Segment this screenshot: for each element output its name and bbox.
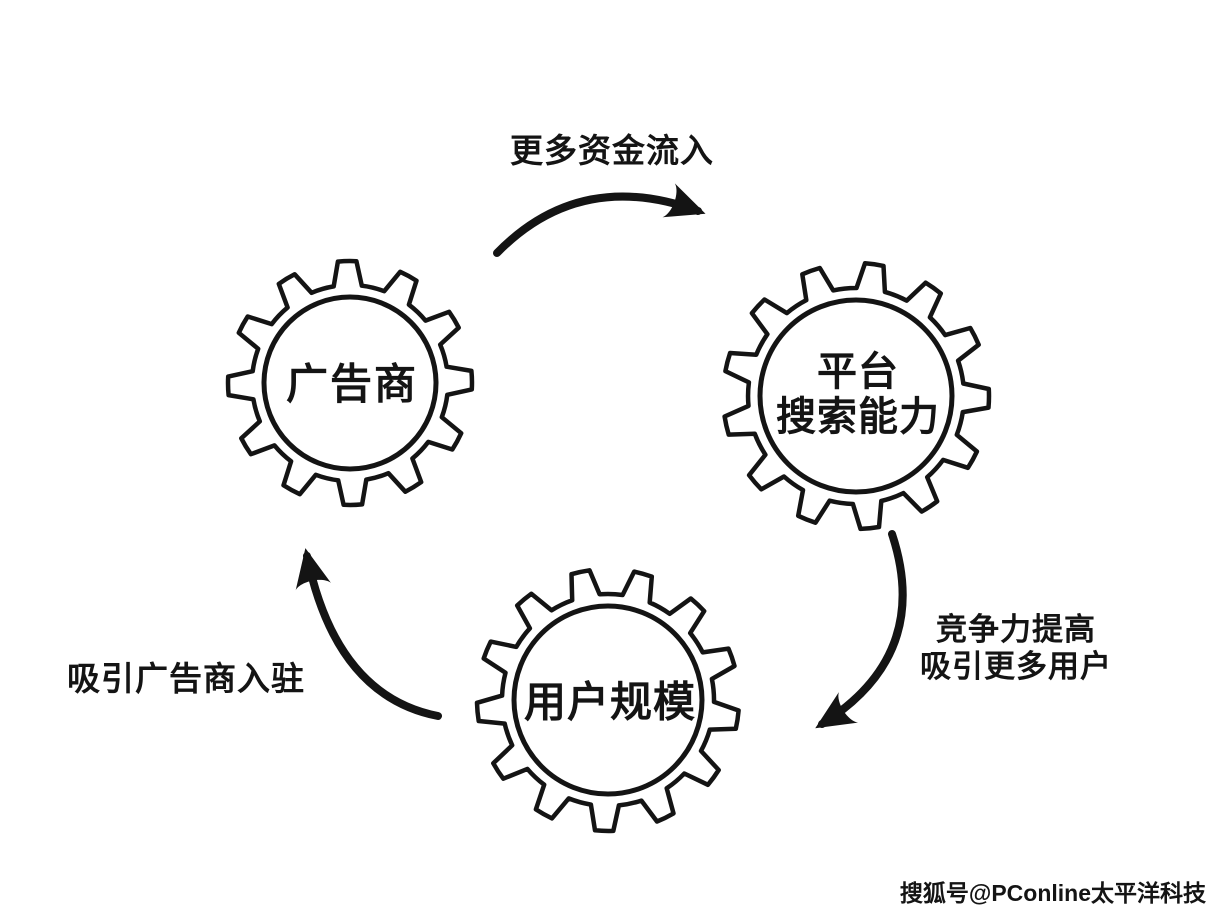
label-competitiveness: 竞争力提高 吸引更多用户 — [920, 611, 1112, 685]
gear-platform-label-line1: 平台 — [817, 349, 899, 394]
gear-users-label: 用户规模 — [523, 680, 697, 727]
gear-advertisers-ring — [261, 294, 439, 472]
gear-advertisers-label: 广告商 — [285, 362, 419, 409]
label-competitiveness-line2: 吸引更多用户 — [920, 649, 1112, 684]
gear-platform — [722, 261, 992, 532]
gear-platform-ring — [757, 297, 955, 495]
watermark: 搜狐号@PConline太平洋科技 — [899, 880, 1206, 906]
gear-users-ring — [511, 603, 705, 797]
label-attract-advertisers: 吸引广告商入驻 — [67, 662, 305, 698]
gear-advertisers — [225, 258, 475, 508]
arrow-competitiveness — [815, 530, 907, 729]
label-funds-flow: 更多资金流入 — [510, 134, 714, 170]
label-competitiveness-line1: 竞争力提高 — [936, 612, 1096, 647]
arrow-attract-advertisers — [295, 548, 442, 720]
gear-platform-label-line2: 搜索能力 — [776, 394, 940, 439]
gear-platform-label: 平台 搜索能力 — [776, 349, 940, 439]
gear-users — [474, 568, 741, 834]
arrow-funds-flow — [493, 183, 706, 257]
